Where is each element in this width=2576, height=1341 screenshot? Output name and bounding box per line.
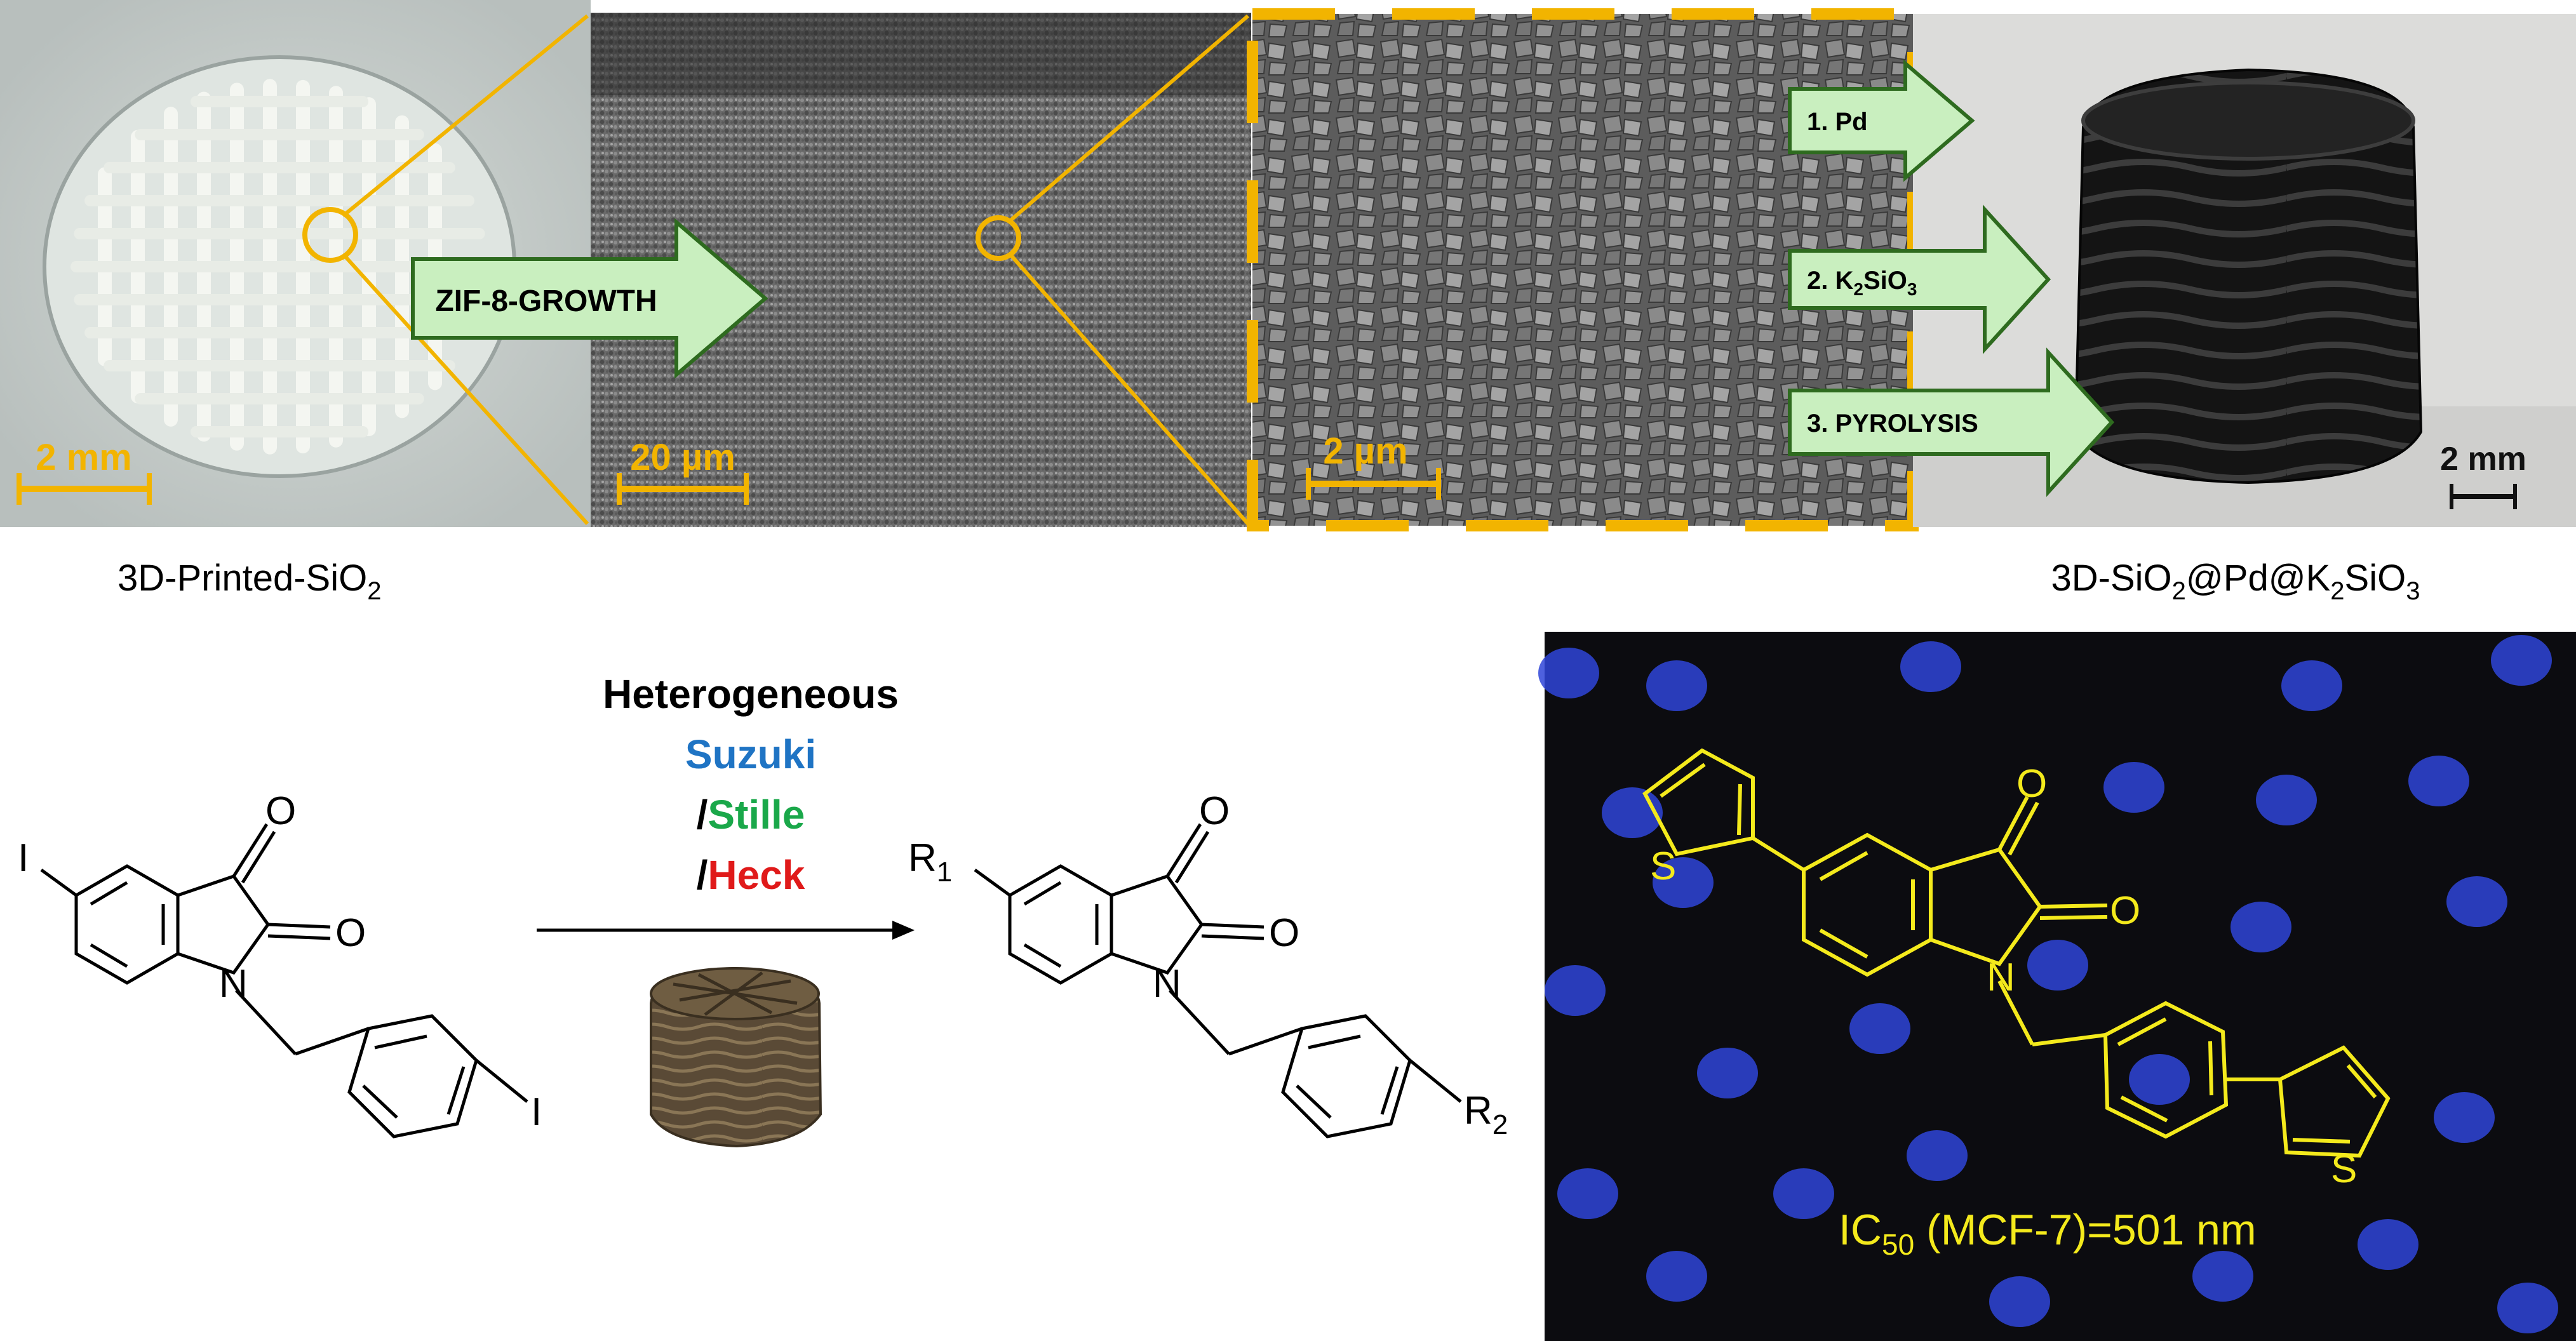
compound-sulfur-2: S bbox=[2331, 1147, 2357, 1191]
scale-label-sem-high: 2 µm bbox=[1323, 430, 1407, 472]
reactant-oxygen-1: O bbox=[265, 789, 296, 833]
product-r2: R2 bbox=[1464, 1089, 1508, 1140]
connector-top-2 bbox=[1009, 14, 1249, 223]
heterogeneous-label: Heterogeneous bbox=[603, 671, 899, 717]
cell-nucleus bbox=[1557, 1168, 1618, 1219]
cell-nucleus bbox=[1646, 1251, 1707, 1302]
product-r1: R1 bbox=[908, 836, 952, 888]
reactant-structure bbox=[40, 823, 528, 1138]
connector-bottom-2 bbox=[1008, 253, 1250, 525]
connector-bottom-1 bbox=[341, 252, 589, 526]
reaction-conditions: Heterogeneous Suzuki /Stille /Heck bbox=[537, 671, 915, 1148]
stille-label: /Stille bbox=[697, 792, 805, 837]
compound-labels: O O N S S IC50 (MCF-7)=501 nm bbox=[1650, 762, 2357, 1261]
product-oxygen-1: O bbox=[1199, 789, 1230, 833]
step-label-2: 2. K2SiO3 bbox=[1807, 267, 1917, 299]
reaction-arrowhead bbox=[892, 921, 915, 940]
cell-nucleus bbox=[2497, 1283, 2558, 1333]
cell-nucleus bbox=[2281, 660, 2342, 711]
reactant-nitrogen: N bbox=[219, 962, 248, 1006]
cell-nucleus bbox=[2231, 902, 2291, 952]
zif8-growth-label: ZIF-8-GROWTH bbox=[435, 284, 657, 318]
cell-nuclei bbox=[1538, 635, 2558, 1333]
product-labels: R1 O O N R2 bbox=[908, 789, 1508, 1140]
compound-structure bbox=[1642, 748, 2391, 1158]
scale-label-final: 2 mm bbox=[2440, 441, 2526, 477]
caption-printed-sio2: 3D-Printed-SiO2 bbox=[117, 557, 381, 605]
zif8-growth-arrow: ZIF-8-GROWTH bbox=[411, 218, 768, 379]
reactant-oxygen-2: O bbox=[335, 911, 366, 955]
compound-oxygen-2: O bbox=[2110, 889, 2140, 933]
zoom-circle-printed bbox=[302, 207, 358, 263]
connector-top-1 bbox=[342, 14, 589, 218]
cell-nucleus bbox=[1900, 641, 1961, 692]
cell-nucleus bbox=[1907, 1130, 1968, 1181]
cell-nucleus bbox=[2446, 876, 2507, 927]
reactant-iodo-2: I bbox=[531, 1090, 542, 1134]
scale-label-printed: 2 mm bbox=[36, 437, 132, 478]
step-arrow-3: 3. PYROLYSIS bbox=[1788, 347, 2115, 497]
cell-nucleus bbox=[1538, 648, 1599, 698]
heck-label: /Heck bbox=[697, 852, 805, 898]
zoom-circle-sem-low bbox=[976, 215, 1021, 261]
final-monolith-top bbox=[2081, 81, 2415, 161]
product-structure bbox=[974, 823, 1462, 1138]
ic50-label: IC50 (MCF-7)=501 nm bbox=[1839, 1206, 2257, 1261]
cell-nucleus bbox=[2358, 1219, 2418, 1270]
cell-nucleus bbox=[2027, 940, 2088, 991]
cell-nucleus bbox=[2103, 762, 2164, 813]
step-arrow-2: 2. K2SiO3 bbox=[1788, 204, 2051, 354]
reactant-labels: I O O N I bbox=[18, 789, 542, 1134]
step-label-1: 1. Pd bbox=[1807, 108, 1868, 136]
sem-low-mag-panel: 20 µm bbox=[591, 13, 1251, 527]
sem-low-mag-shadow bbox=[591, 13, 1251, 95]
cell-nucleus bbox=[1545, 965, 1606, 1016]
product-oxygen-2: O bbox=[1269, 911, 1299, 955]
reactant-iodo-1: I bbox=[18, 836, 29, 880]
cell-nucleus bbox=[2491, 635, 2552, 686]
cell-nucleus bbox=[1646, 660, 1707, 711]
product-nitrogen: N bbox=[1153, 962, 1181, 1006]
compound-sulfur-1: S bbox=[1650, 844, 1676, 888]
suzuki-label: Suzuki bbox=[685, 731, 816, 777]
fluorescence-panel bbox=[1538, 632, 2576, 1341]
cell-nucleus bbox=[1697, 1048, 1758, 1098]
step-arrow-1: 1. Pd bbox=[1788, 59, 1975, 182]
scale-label-sem-low: 20 µm bbox=[630, 437, 735, 478]
cell-nucleus bbox=[2434, 1092, 2495, 1143]
cell-nucleus bbox=[2256, 775, 2317, 825]
final-monolith-body bbox=[2074, 68, 2423, 484]
cell-nucleus bbox=[2129, 1054, 2190, 1105]
cell-nucleus bbox=[1849, 1003, 1910, 1054]
cell-nucleus bbox=[1989, 1276, 2050, 1327]
cell-nucleus bbox=[2192, 1251, 2253, 1302]
caption-final-catalyst: 3D-SiO2@Pd@K2SiO3 bbox=[2051, 557, 2420, 605]
cell-nucleus bbox=[1653, 857, 1714, 908]
compound-nitrogen: N bbox=[1987, 956, 2015, 999]
catalyst-monolith-photo bbox=[650, 966, 822, 1148]
compound-oxygen-1: O bbox=[2016, 762, 2047, 806]
cell-nucleus bbox=[1773, 1168, 1834, 1219]
zoom-connectors bbox=[341, 14, 1250, 526]
cell-nucleus bbox=[2408, 756, 2469, 806]
step-label-3: 3. PYROLYSIS bbox=[1807, 410, 1978, 437]
